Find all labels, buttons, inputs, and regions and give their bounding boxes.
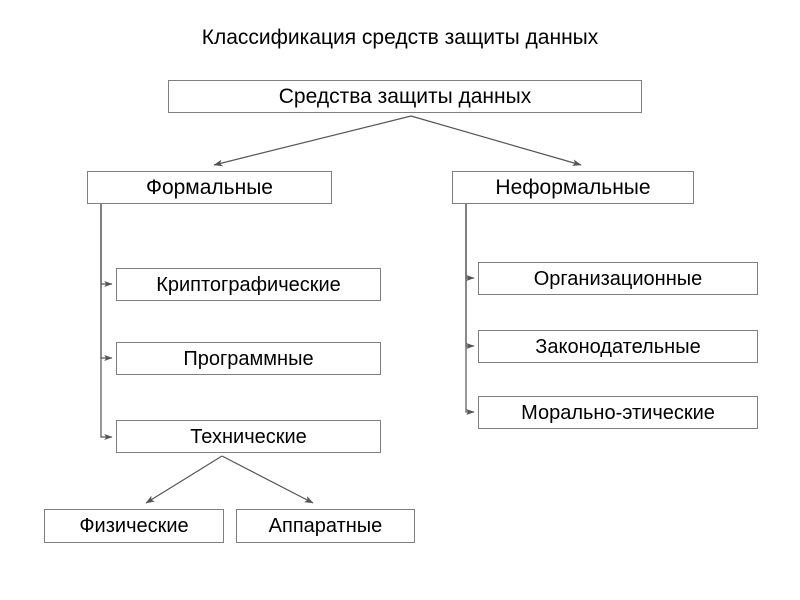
node-moral-ethical[interactable]: Морально-этические: [478, 396, 758, 429]
edge-formal-to-technical: [100, 204, 113, 440]
node-label: Законодательные: [535, 335, 701, 358]
node-label: Программные: [183, 347, 314, 370]
node-informal[interactable]: Неформальные: [452, 171, 694, 204]
node-label: Аппаратные: [268, 515, 383, 537]
node-formal[interactable]: Формальные: [87, 171, 332, 204]
node-label: Организационные: [533, 267, 703, 290]
edge-formal-to-cryptographic: [100, 204, 113, 287]
node-hardware[interactable]: Аппаратные: [236, 509, 415, 543]
edge-informal-to-organizational: [465, 204, 475, 281]
node-software[interactable]: Программные: [116, 342, 381, 375]
node-label: Морально-этические: [521, 401, 715, 424]
node-label: Средства защиты данных: [278, 85, 532, 108]
node-data-protection-tools[interactable]: Средства защиты данных: [168, 80, 642, 113]
edge-informal-to-moral-ethical: [465, 204, 475, 415]
node-technical[interactable]: Технические: [116, 420, 381, 453]
edge-root-to-formal: [213, 115, 412, 167]
edge-technical-to-hardware: [221, 455, 314, 504]
node-label: Формальные: [145, 176, 273, 199]
node-label: Технические: [190, 425, 307, 448]
node-label: Криптографические: [156, 273, 341, 296]
edge-root-to-informal: [410, 115, 582, 166]
edge-formal-to-software: [100, 204, 113, 361]
node-label: Физические: [79, 515, 189, 537]
edge-technical-to-physical: [145, 455, 223, 504]
node-label: Неформальные: [495, 176, 651, 199]
node-physical[interactable]: Физические: [44, 509, 224, 543]
node-cryptographic[interactable]: Криптографические: [116, 268, 381, 301]
node-legislative[interactable]: Законодательные: [478, 330, 758, 363]
page-title: Классификация средств защиты данных: [201, 26, 599, 49]
edge-informal-to-legislative: [465, 204, 475, 349]
node-organizational[interactable]: Организационные: [478, 262, 758, 295]
